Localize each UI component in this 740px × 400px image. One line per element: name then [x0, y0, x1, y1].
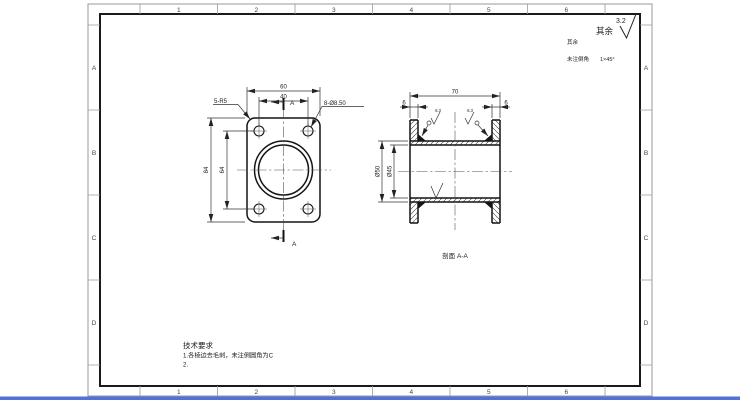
zone-label: 5 [487, 389, 491, 396]
corner-radius-label: 5-R5 [214, 99, 228, 105]
tech-req-line1: 1.各棱边去毛刺，未注倒圆角为C [183, 352, 274, 360]
leader-line [310, 106, 323, 128]
dim-60: 60 [280, 85, 287, 91]
dim-64: 64 [220, 166, 226, 173]
zone-label: 4 [409, 7, 413, 14]
zone-label: D [644, 320, 649, 327]
roughness-value: 6.3 [467, 108, 473, 113]
section-letter-bottom: A [292, 241, 297, 248]
flange-section-hatch [410, 120, 418, 141]
dim-70: 70 [452, 90, 459, 96]
zone-label: 3 [332, 7, 336, 14]
tech-req-title: 技术要求 [183, 340, 213, 350]
hole-centermarks [251, 123, 316, 217]
zone-label: 1 [177, 389, 181, 396]
roughness-icon [464, 111, 475, 125]
section-title: 剖面 A-A [442, 251, 468, 260]
zone-label: 2 [254, 7, 258, 14]
dim-d45: Ø45 [388, 165, 394, 177]
zone-label: 4 [409, 389, 413, 396]
roughness-check-icon [619, 13, 637, 40]
tube-wall-hatch [410, 141, 500, 145]
leader-dot [426, 120, 432, 126]
zone-numbers-top: 1 2 3 4 5 6 [177, 7, 568, 14]
section-letter-top: A [290, 100, 295, 107]
sheet-frame [87, 3, 653, 397]
surface-notes: 其余 3.2 其余 未注倒角 1×45° [567, 13, 637, 63]
zone-ticks [88, 4, 652, 396]
flange-section-hatch [492, 120, 500, 141]
zone-letters-left: A B C D [92, 65, 97, 327]
ext-lines [410, 104, 500, 118]
dim-d50: Ø50 [376, 165, 382, 177]
chamfer-note-label: 未注倒角 [567, 55, 589, 63]
bore-roughness-icon [430, 182, 444, 199]
window-bottom-edge [0, 396, 740, 400]
roughness-value: 6.3 [435, 108, 441, 113]
ext-lines [207, 117, 245, 223]
section-view: 70 6 6 Ø50 Ø45 6.3 6.3 剖面 A-A [376, 90, 512, 260]
leader-line [237, 104, 251, 120]
zone-label: 3 [332, 389, 336, 396]
zone-label: C [644, 235, 649, 242]
technical-requirements: 技术要求 1.各棱边去毛刺，未注倒圆角为C 2. [183, 340, 274, 369]
zone-label: C [92, 235, 97, 242]
dim-6-left: 6 [402, 101, 406, 107]
centerlines [398, 112, 512, 230]
tech-req-line2: 2. [183, 362, 188, 369]
zone-label: A [644, 65, 649, 72]
zone-label: 1 [177, 7, 181, 14]
dim-40: 40 [280, 95, 287, 101]
sheet-inner-frame [99, 13, 641, 387]
rest-label-small: 其余 [567, 38, 579, 46]
rest-label: 其余 [596, 26, 614, 36]
rest-roughness-value: 3.2 [616, 18, 626, 25]
roughness-callout-right: 6.3 [464, 108, 489, 137]
leader-line [421, 124, 429, 137]
flange-section-hatch [492, 202, 500, 223]
sheet-outer-border [87, 3, 653, 397]
leader-line [477, 124, 489, 137]
zone-label: 6 [564, 7, 568, 14]
dim-84: 84 [204, 166, 210, 173]
flange-section-hatch [410, 202, 418, 223]
holes-label: 8-Ø8.50 [324, 101, 346, 107]
leader-dot [474, 120, 480, 126]
front-view: 60 40 84 64 5-R5 8-Ø8.50 A A [204, 85, 364, 248]
zone-label: 6 [564, 389, 568, 396]
zone-label: 2 [254, 389, 258, 396]
zone-numbers-bottom: 1 2 3 4 5 6 [177, 389, 568, 396]
roughness-callout-left: 6.3 [421, 108, 442, 137]
zone-label: B [644, 150, 648, 157]
zone-letters-right: A B C D [644, 65, 649, 327]
zone-label: 5 [487, 7, 491, 14]
zone-label: A [92, 65, 97, 72]
dim-6-right: 6 [504, 101, 508, 107]
zone-label: D [92, 320, 97, 327]
roughness-icon [430, 111, 441, 125]
centerlines [237, 108, 331, 232]
zone-label: B [92, 150, 96, 157]
chamfer-note-value: 1×45° [600, 57, 615, 63]
